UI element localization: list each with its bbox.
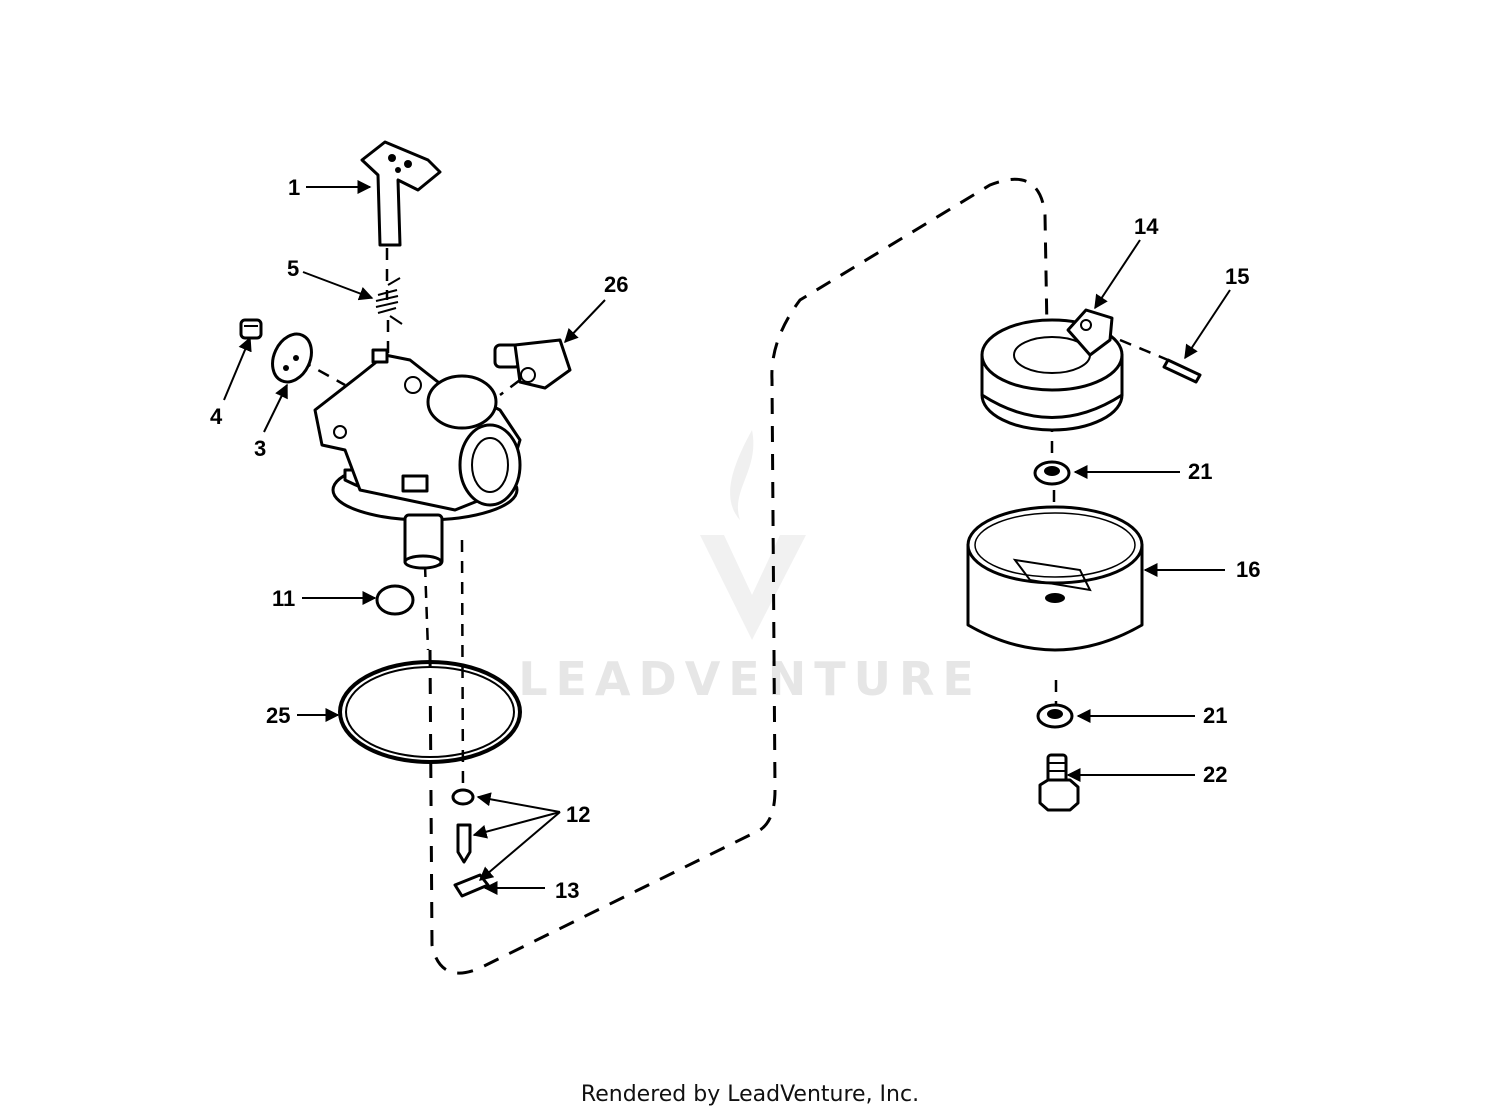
fuel-fitting-part — [493, 338, 572, 390]
welch-plug-part — [375, 584, 415, 616]
screw-part — [239, 318, 263, 340]
throttle-plate-part — [271, 332, 313, 384]
callout-5: 5 — [287, 256, 299, 281]
callout-12: 12 — [566, 802, 590, 827]
callout-22: 22 — [1203, 762, 1227, 787]
footer-credit: Rendered by LeadVenture, Inc. — [580, 1082, 920, 1107]
alignment-line-fitting — [499, 379, 521, 396]
float-bowl-part — [966, 505, 1144, 652]
callout-13: 13 — [555, 878, 579, 903]
watermark-text: LEADVENTURE — [518, 652, 982, 706]
throttle-lever-part — [360, 140, 442, 247]
callout-26: 26 — [604, 272, 628, 297]
callout-25: 25 — [266, 703, 290, 728]
callout-14: 14 — [1134, 214, 1159, 239]
float-valve-part — [451, 788, 475, 864]
bowl-gasket-part — [338, 660, 522, 764]
air-cleaner-cover-part — [980, 308, 1124, 432]
spring-part — [375, 277, 403, 325]
callout-1: 1 — [288, 175, 300, 200]
callout-11: 11 — [272, 586, 295, 611]
bowl-nut-part — [1038, 753, 1080, 812]
callout-21-lower: 21 — [1203, 703, 1227, 728]
watermark-logo — [700, 430, 806, 640]
carburetor-body-part — [313, 348, 522, 570]
callout-16: 16 — [1236, 557, 1260, 582]
washer-part-lower — [1036, 703, 1074, 729]
alignment-line-shaft — [1119, 338, 1169, 362]
callout-labels: 1 5 4 3 26 11 25 12 13 14 15 21 16 21 22 — [210, 175, 1260, 903]
callout-21-upper: 21 — [1188, 459, 1212, 484]
leader-lines — [223, 180, 1231, 895]
callout-3: 3 — [254, 436, 266, 461]
callout-4: 4 — [210, 404, 223, 429]
alignment-line-body — [423, 564, 430, 651]
washer-part-upper — [1033, 460, 1071, 486]
alignment-line-throttle — [385, 248, 390, 355]
callout-15: 15 — [1225, 264, 1249, 289]
assembly-connection-line — [428, 177, 1049, 975]
pivot-pin-part — [1162, 358, 1202, 384]
